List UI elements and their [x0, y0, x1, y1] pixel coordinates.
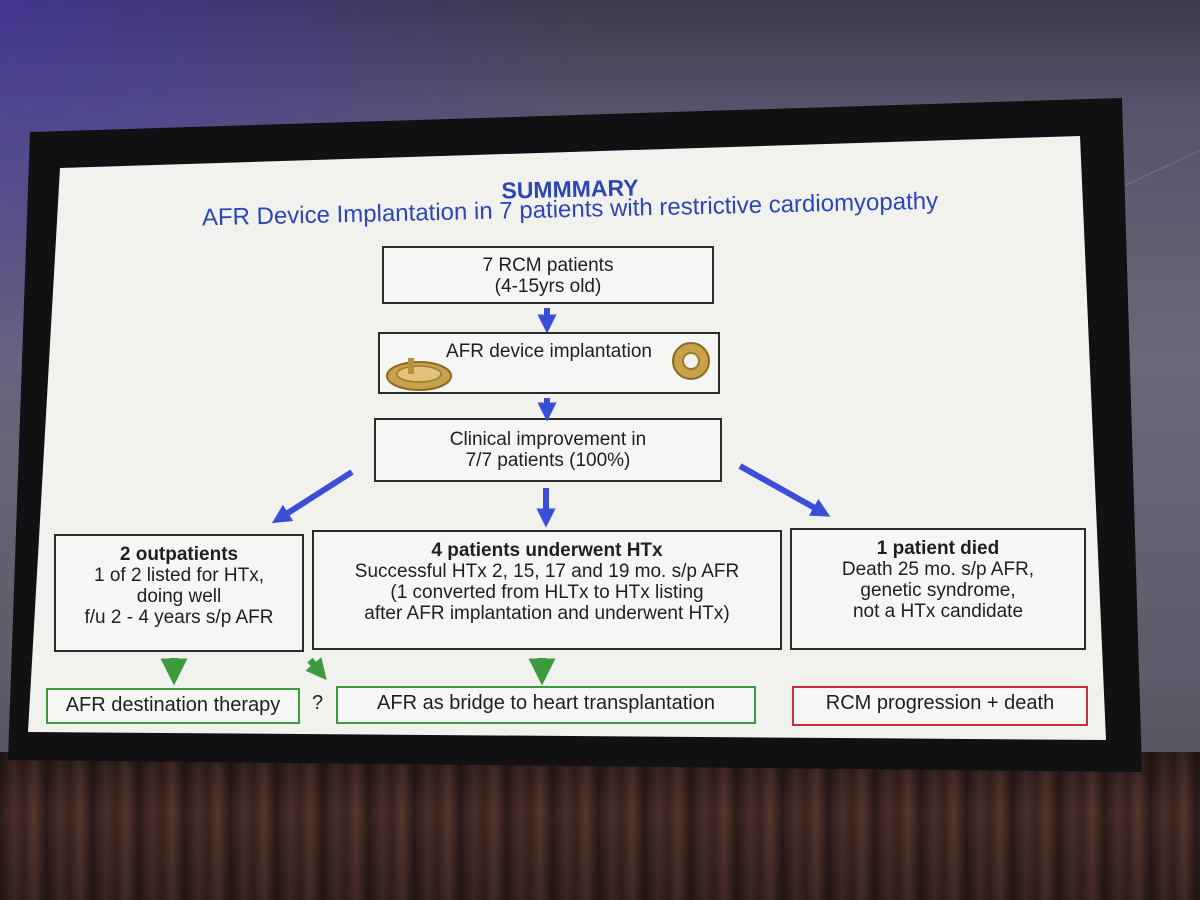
node-outpatients-line-3: f/u 2 - 4 years s/p AFR: [84, 607, 274, 628]
node-afr-implantation-label: AFR device implantation: [446, 341, 652, 362]
node-patient-died-line-2: genetic syndrome,: [860, 580, 1016, 601]
node-underwent-htx-heading: 4 patients underwent HTx: [431, 540, 663, 561]
arrow-improve-to-died: [738, 463, 831, 517]
outcome-destination-therapy: AFR destination therapy: [46, 688, 300, 724]
arrow-improve-to-outpatients: [271, 469, 354, 524]
node-rcm-patients-line-2: (4-15yrs old): [494, 276, 602, 297]
node-underwent-htx-line-3: after AFR implantation and underwent HTx…: [364, 603, 730, 624]
node-clinical-improvement: Clinical improvement in 7/7 patients (10…: [374, 418, 722, 482]
node-patient-died-line-1: Death 25 mo. s/p AFR,: [841, 559, 1035, 580]
node-outpatients-line-2: doing well: [136, 586, 222, 607]
node-rcm-patients: 7 RCM patients (4-15yrs old): [382, 246, 714, 304]
node-patient-died: 1 patient died Death 25 mo. s/p AFR, gen…: [790, 528, 1086, 650]
stage-drape: [0, 752, 1200, 900]
node-patient-died-line-3: not a HTx candidate: [852, 601, 1024, 622]
node-outpatients: 2 outpatients 1 of 2 listed for HTx, doi…: [54, 534, 304, 652]
node-clinical-improvement-line-1: Clinical improvement in: [449, 429, 647, 450]
node-rcm-patients-line-1: 7 RCM patients: [482, 255, 614, 276]
node-underwent-htx-line-2: (1 converted from HLTx to HTx listing: [390, 582, 704, 603]
node-patient-died-heading: 1 patient died: [876, 538, 1000, 559]
outcome-rcm-progression-death: RCM progression + death: [792, 686, 1088, 726]
node-underwent-htx: 4 patients underwent HTx Successful HTx …: [312, 530, 782, 650]
node-outpatients-line-1: 1 of 2 listed for HTx,: [93, 565, 264, 586]
node-outpatients-heading: 2 outpatients: [119, 544, 239, 565]
outcome-question-mark: ?: [312, 692, 324, 714]
outcome-bridge-to-transplant: AFR as bridge to heart transplantation: [336, 686, 756, 724]
node-clinical-improvement-line-2: 7/7 patients (100%): [465, 450, 631, 471]
arrow-outpatients-to-bridge: [305, 657, 327, 681]
afr-device-top-image: [672, 342, 710, 380]
afr-device-side-image: [386, 358, 452, 391]
node-underwent-htx-line-1: Successful HTx 2, 15, 17 and 19 mo. s/p …: [354, 561, 740, 582]
